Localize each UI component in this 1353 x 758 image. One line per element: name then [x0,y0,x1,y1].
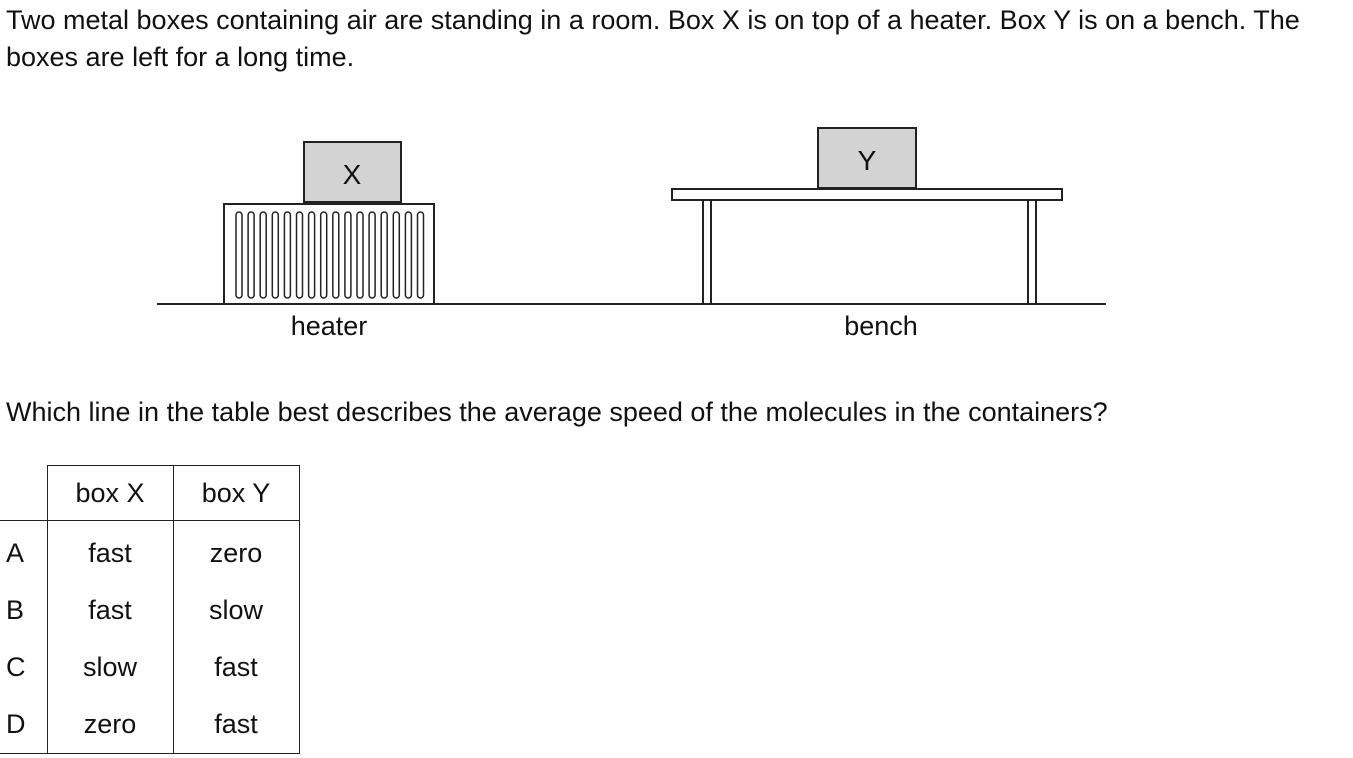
option-letter: C [0,639,48,696]
heater-fin [356,211,364,299]
heater-fin [307,211,316,299]
box-y-label: Y [858,145,877,176]
table-header-empty [0,465,48,521]
heater-fin [247,211,255,299]
box-x-speed: fast [46,582,174,639]
heater-fin [368,211,376,299]
table-row-c[interactable]: C slow fast [0,639,300,696]
table-header-box-x: box X [46,465,174,521]
heater-fins [235,211,425,299]
table-header-row: box X box Y [0,465,300,521]
heater-fin [392,211,401,299]
box-x-speed: zero [46,696,174,754]
box-x-speed: fast [46,520,174,582]
heater-fin [271,211,280,299]
box-y-speed: fast [172,696,300,754]
option-letter: D [0,696,48,754]
bench [671,188,1063,305]
answer-table: box X box Y A fast zero B fast slow C sl… [0,465,300,754]
table-row-b[interactable]: B fast slow [0,582,300,639]
heater-fin [283,211,292,299]
box-y-speed: zero [172,520,300,582]
option-letter: A [0,520,48,582]
box-y: Y [817,127,917,189]
question-prompt-text: Which line in the table best describes t… [6,397,1108,427]
heater-fin [404,211,413,299]
table-header-box-y: box Y [172,465,300,521]
option-letter: B [0,582,48,639]
table-row-a[interactable]: A fast zero [0,520,300,582]
bench-label: bench [844,311,918,341]
heater-fin [380,211,388,299]
heater-fin [295,211,304,299]
box-x-label: X [343,159,362,190]
heater-fin [319,211,328,299]
heater-fin [259,211,267,299]
heater-fin [416,211,425,299]
heater-label: heater [291,311,368,341]
box-y-speed: slow [172,582,300,639]
box-x: X [303,141,402,203]
heater-fin [344,211,352,299]
box-x-speed: slow [46,639,174,696]
table-row-d[interactable]: D zero fast [0,696,300,754]
heater-fin [332,211,340,299]
question-intro-text: Two metal boxes containing air are stand… [6,5,1300,72]
heater [223,203,435,305]
box-y-speed: fast [172,639,300,696]
heater-fin [235,211,243,299]
